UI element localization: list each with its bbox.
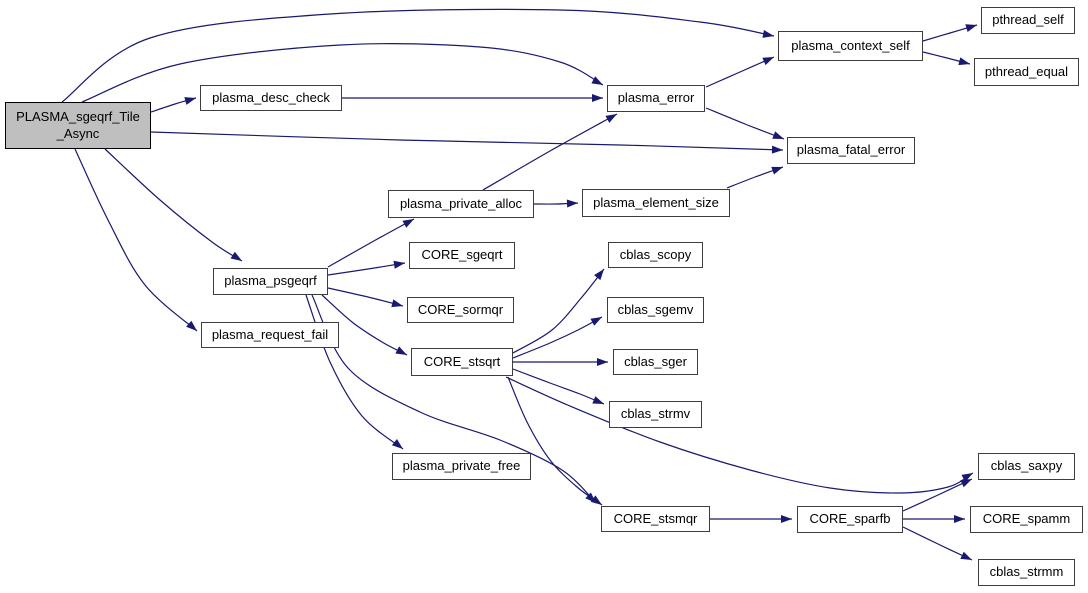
arrowhead-plasma-sgeqrf-tile-async-to-plasma-psgeqrf [230,251,242,261]
edge-plasma-psgeqrf-to-core-sgeqrt [327,262,406,276]
edge-core-stsqrt-to-cblas-scopy [512,268,605,354]
node-plasma-psgeqrf[interactable]: plasma_psgeqrf [213,268,328,295]
arrowhead-plasma-error-to-plasma-fatal-error [772,131,784,139]
node-core-sormqr[interactable]: CORE_sormqr [407,297,514,323]
edge-plasma-sgeqrf-tile-async-to-plasma-psgeqrf [104,148,243,262]
arrowhead-plasma-sgeqrf-tile-async-to-plasma-desc-check [184,97,196,105]
arrowhead-plasma-sgeqrf-tile-async-to-plasma-context-self [762,30,774,38]
node-cblas-strmm[interactable]: cblas_strmm [978,559,1075,586]
node-core-sgeqrt[interactable]: CORE_sgeqrt [409,242,515,269]
arrowhead-plasma-sgeqrf-tile-async-to-plasma-error [591,76,603,85]
node-cblas-sgemv[interactable]: cblas_sgemv [607,297,704,323]
node-plasma-private-free[interactable]: plasma_private_free [392,453,531,480]
edge-plasma-psgeqrf-to-core-stsmqr [311,294,597,504]
edge-plasma-psgeqrf-to-core-stsqrt [321,294,408,356]
arrowhead-plasma-error-to-plasma-context-self [762,57,774,66]
arrowhead-plasma-element-size-to-plasma-fatal-error [771,166,783,175]
arrowhead-plasma-private-alloc-to-plasma-element-size [566,199,578,208]
arrowhead-plasma-psgeqrf-to-plasma-private-free [391,438,403,449]
edge-plasma-psgeqrf-to-plasma-private-free [305,294,404,450]
edge-plasma-error-to-plasma-context-self [705,56,775,88]
arrowhead-plasma-context-self-to-pthread-self [965,24,977,32]
node-core-sparfb[interactable]: CORE_sparfb [797,506,903,533]
arrowhead-plasma-sgeqrf-tile-async-to-plasma-fatal-error [771,145,783,154]
arrowhead-core-stsqrt-to-cblas-saxpy [961,473,973,482]
arrowhead-plasma-psgeqrf-to-core-stsqrt [395,346,407,355]
node-cblas-strmv[interactable]: cblas_strmv [609,401,702,428]
edge-core-stsqrt-to-cblas-strmv [512,368,605,405]
edge-core-sparfb-to-cblas-saxpy [902,478,973,512]
node-cblas-saxpy[interactable]: cblas_saxpy [978,453,1075,480]
arrowhead-plasma-context-self-to-pthread-equal [958,57,970,66]
node-core-stsmqr[interactable]: CORE_stsmqr [601,506,710,532]
edge-core-stsqrt-to-cblas-sgemv [512,316,603,359]
node-plasma-sgeqrf-tile-async: PLASMA_sgeqrf_Tile _Async [5,102,151,149]
arrowhead-core-stsqrt-to-cblas-sger [597,358,608,366]
edge-core-sparfb-to-cblas-strmm [902,526,973,561]
edge-plasma-error-to-plasma-fatal-error [705,107,785,140]
arrowhead-plasma-psgeqrf-to-core-sormqr [391,299,403,308]
arrowhead-plasma-psgeqrf-to-plasma-private-alloc [402,219,414,228]
node-pthread-self[interactable]: pthread_self [981,7,1075,34]
node-plasma-fatal-error[interactable]: plasma_fatal_error [787,137,915,164]
node-plasma-error[interactable]: plasma_error [607,85,705,112]
arrowhead-core-sparfb-to-cblas-strmm [960,551,972,560]
arrowhead-core-stsqrt-to-cblas-sgemv [590,317,602,326]
edge-core-stsqrt-to-cblas-saxpy [505,376,974,494]
node-cblas-scopy[interactable]: cblas_scopy [608,242,703,268]
arrowhead-plasma-desc-check-to-plasma-error [592,94,603,102]
node-plasma-element-size[interactable]: plasma_element_size [582,189,730,217]
arrowhead-core-stsmqr-to-core-sparfb [781,515,792,523]
edge-core-stsqrt-to-core-stsmqr [507,376,603,506]
node-pthread-equal[interactable]: pthread_equal [974,58,1079,86]
arrowhead-core-stsqrt-to-core-stsmqr [590,495,602,505]
edge-plasma-psgeqrf-to-core-sormqr [327,287,404,307]
edge-plasma-sgeqrf-tile-async-to-plasma-fatal-error [150,131,784,151]
node-plasma-private-alloc[interactable]: plasma_private_alloc [388,190,534,218]
node-core-spamm[interactable]: CORE_spamm [970,506,1083,533]
arrowhead-plasma-private-alloc-to-plasma-error [605,114,617,123]
edge-plasma-sgeqrf-tile-async-to-plasma-error [81,43,604,103]
arrowhead-plasma-sgeqrf-tile-async-to-plasma-request-fail [186,320,197,331]
node-plasma-request-fail[interactable]: plasma_request_fail [201,322,339,348]
arrowhead-plasma-psgeqrf-to-core-sgeqrt [393,260,405,269]
arrowhead-core-stsqrt-to-cblas-scopy [594,269,604,281]
arrowhead-core-sparfb-to-cblas-saxpy [960,479,972,488]
edge-plasma-private-alloc-to-plasma-error [482,113,618,191]
edge-plasma-sgeqrf-tile-async-to-plasma-request-fail [74,148,198,332]
arrowhead-core-sparfb-to-core-spamm [954,515,965,523]
node-plasma-context-self[interactable]: plasma_context_self [778,31,923,61]
edge-plasma-sgeqrf-tile-async-to-plasma-context-self [61,8,775,103]
arrowhead-core-stsqrt-to-cblas-strmv [592,396,604,404]
edge-plasma-psgeqrf-to-plasma-private-alloc [327,218,415,268]
node-core-stsqrt[interactable]: CORE_stsqrt [411,348,513,376]
node-plasma-desc-check[interactable]: plasma_desc_check [200,85,342,111]
node-cblas-sger[interactable]: cblas_sger [613,349,698,375]
